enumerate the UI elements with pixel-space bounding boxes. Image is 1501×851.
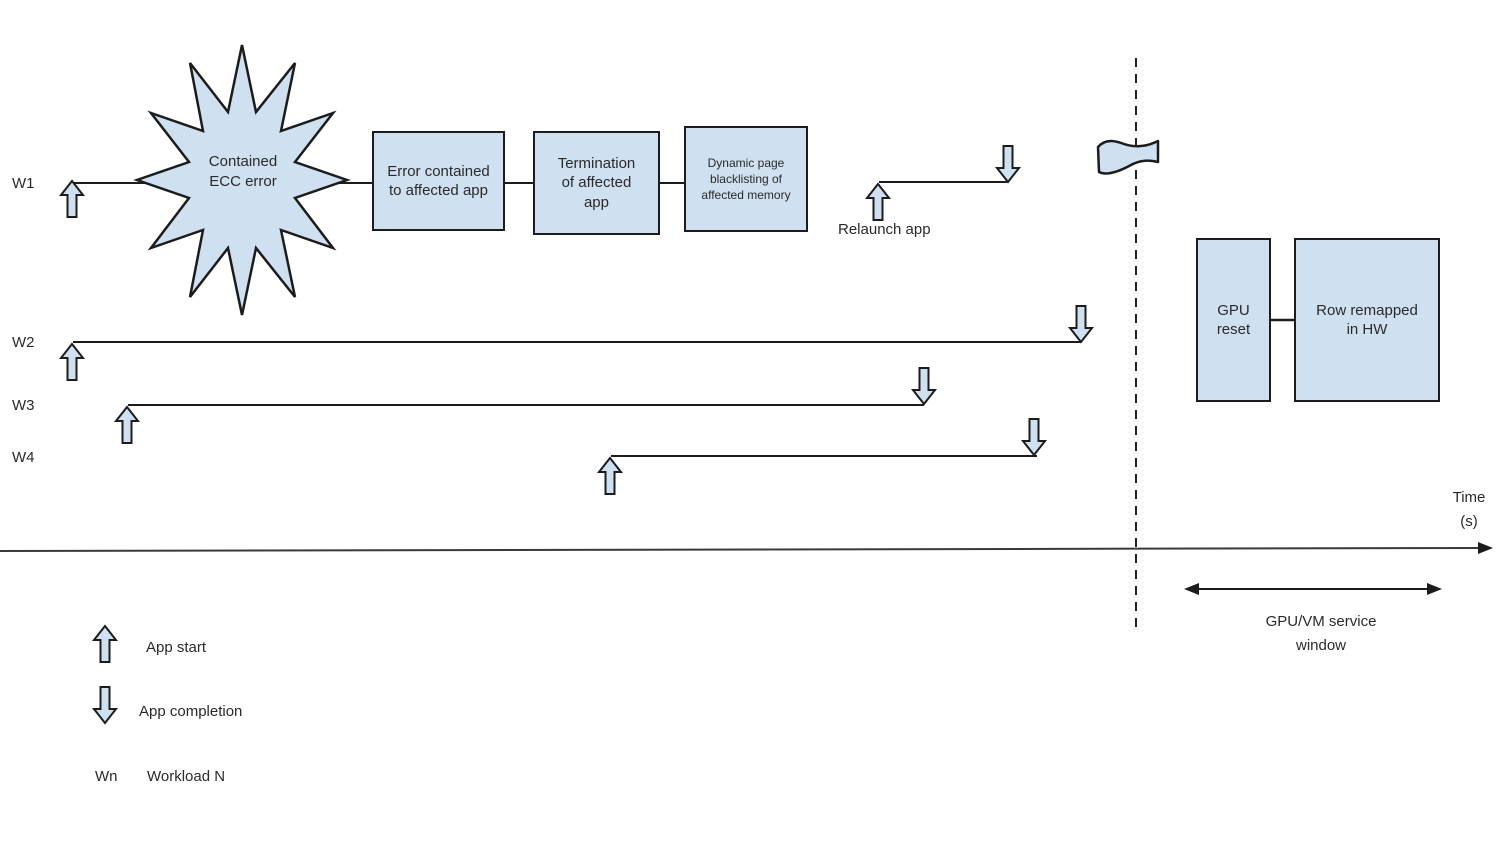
page-blacklisting-box: Dynamic page blacklisting of affected me… bbox=[684, 126, 808, 232]
workload-label-w4: W4 bbox=[12, 449, 35, 466]
legend-workload-symbol: Wn bbox=[95, 768, 118, 785]
app-completion-arrow-w3 bbox=[912, 367, 936, 405]
error-contained-box: Error contained to affected app bbox=[372, 131, 505, 231]
app-start-arrow-w3 bbox=[115, 406, 139, 444]
relaunch-app-label: Relaunch app bbox=[838, 221, 931, 238]
workload-label-w3: W3 bbox=[12, 397, 35, 414]
app-start-arrow-w2 bbox=[60, 343, 84, 381]
service-window-right-arrowhead-icon bbox=[1427, 583, 1442, 595]
gpu-reset-box: GPU reset bbox=[1196, 238, 1271, 402]
legend-workload-label: Workload N bbox=[147, 768, 226, 785]
app-completion-arrow-w4 bbox=[1022, 418, 1046, 456]
service-window-left-arrowhead-icon bbox=[1184, 583, 1199, 595]
termination-box: Termination of affected app bbox=[533, 131, 660, 235]
time-axis-label: Time (s) bbox=[1452, 489, 1486, 530]
app-start-arrow-relaunch bbox=[866, 183, 890, 221]
service-window-label: GPU/VM service window bbox=[1265, 613, 1377, 654]
time-axis bbox=[0, 547, 1481, 552]
app-completion-arrow-w2 bbox=[1069, 305, 1093, 343]
app-start-arrow-w1 bbox=[60, 180, 84, 218]
row-remapped-box: Row remapped in HW bbox=[1294, 238, 1440, 402]
ecc-error-starburst-icon bbox=[133, 44, 351, 316]
legend-app-completion-arrow-icon bbox=[93, 686, 117, 724]
legend-app-start-arrow-icon bbox=[93, 625, 117, 663]
ecc-error-label: Contained ECC error bbox=[208, 153, 278, 191]
app-completion-arrow-w1 bbox=[996, 145, 1020, 183]
time-axis-arrowhead-icon bbox=[1478, 542, 1493, 554]
app-start-arrow-w4 bbox=[598, 457, 622, 495]
legend-app-start-label: App start bbox=[146, 639, 207, 656]
time-break-flag-icon bbox=[1096, 139, 1160, 175]
workload-label-w1: W1 bbox=[12, 175, 35, 192]
workload-label-w2: W2 bbox=[12, 334, 35, 351]
legend-app-completion-label: App completion bbox=[139, 703, 243, 720]
